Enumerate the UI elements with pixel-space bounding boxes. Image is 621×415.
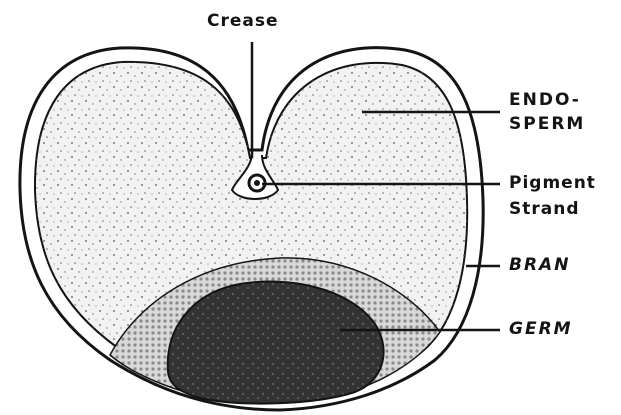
endosperm-label-line1: ENDO-	[509, 89, 581, 112]
pigment-strand-core	[254, 180, 260, 186]
crease-label: Crease	[207, 10, 279, 33]
endosperm-label-line2: SPERM	[509, 113, 585, 136]
germ-label: GERM	[509, 318, 573, 341]
bran-label: BRAN	[509, 254, 570, 277]
pigment-strand-label-line1: Pigment	[509, 172, 596, 195]
pigment-strand-label-line2: Strand	[509, 198, 580, 221]
